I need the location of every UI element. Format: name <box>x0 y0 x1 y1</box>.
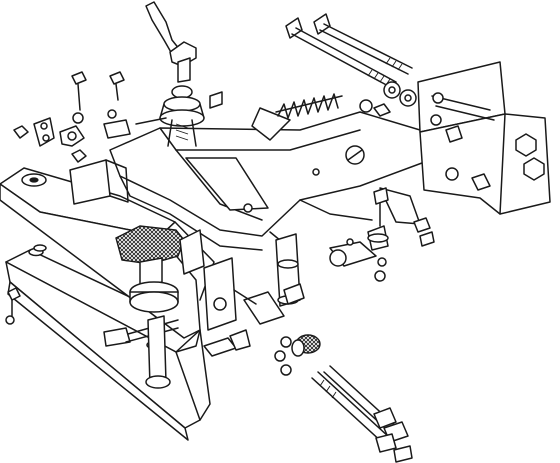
selector-spring <box>276 94 342 118</box>
main-linkage-frame <box>110 108 430 250</box>
small-bracket <box>34 118 130 204</box>
ball-joint-rods <box>104 188 388 388</box>
long-bolt-pair-top <box>286 14 412 88</box>
ball-pivot-housing <box>136 86 222 146</box>
knurled-wheel <box>292 335 320 356</box>
mounting-bracket-right <box>418 62 550 214</box>
washer-pair <box>360 82 416 112</box>
knurled-clamp-knob <box>116 226 204 312</box>
lower-bolt-pair <box>312 366 412 462</box>
shift-lever <box>146 2 196 82</box>
nuts-and-washers <box>6 72 434 375</box>
lower-bracket <box>204 258 304 356</box>
